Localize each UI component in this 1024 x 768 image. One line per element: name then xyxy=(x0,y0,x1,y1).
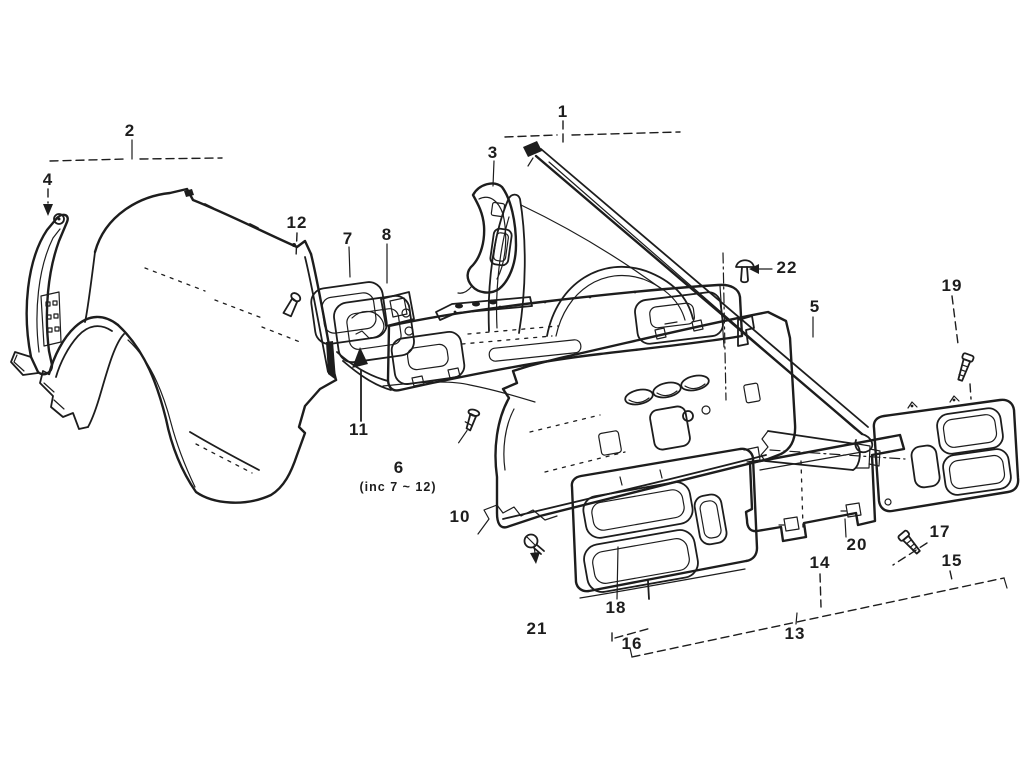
drip-rail-drawing xyxy=(523,141,874,454)
vent-gasket-drawing xyxy=(310,281,415,364)
part-label-22: 22 xyxy=(776,258,798,277)
clip-glyph-12 xyxy=(282,292,302,318)
part-label-20: 20 xyxy=(846,535,868,554)
part-label-6: 6 xyxy=(393,458,405,477)
part-label-3: 3 xyxy=(487,143,499,162)
finisher-panel-right-drawing xyxy=(872,395,1020,513)
part-label-8: 8 xyxy=(381,225,393,244)
part-label-7: 7 xyxy=(342,229,354,248)
part-label-15: 15 xyxy=(941,551,963,570)
part-label-11: 11 xyxy=(349,420,369,439)
quarter-panel-drawing xyxy=(39,187,338,504)
screw-glyph-21 xyxy=(523,533,545,555)
leader-lines xyxy=(43,120,1008,658)
part-label-4: 4 xyxy=(42,170,54,189)
part-label-14: 14 xyxy=(809,553,831,572)
part-label-13: 13 xyxy=(784,624,806,643)
part-label-1: 1 xyxy=(557,102,569,121)
arrow-glyph-11 xyxy=(352,347,368,422)
finisher-panel-left-drawing xyxy=(570,446,761,600)
part-label-12: 12 xyxy=(286,213,308,232)
inclusion-note: (inc 7 ~ 12) xyxy=(359,480,437,494)
part-label-21: 21 xyxy=(526,619,548,638)
part-label-17: 17 xyxy=(929,522,951,541)
part-label-18: 18 xyxy=(605,598,627,617)
screw-glyph-19 xyxy=(957,352,975,382)
pillar-reinforcement-drawing xyxy=(10,213,69,376)
bolt-glyph-10 xyxy=(457,408,481,444)
mount-bracket-drawing xyxy=(744,430,906,543)
part-label-16: 16 xyxy=(621,634,643,653)
part-label-5: 5 xyxy=(809,297,821,316)
part-label-19: 19 xyxy=(941,276,963,295)
tail-panel-drawing xyxy=(477,252,797,535)
upper-back-panel-drawing xyxy=(336,283,755,403)
part-label-2: 2 xyxy=(124,121,136,140)
part-label-10: 10 xyxy=(449,507,471,526)
screw-glyph-17 xyxy=(897,529,921,555)
